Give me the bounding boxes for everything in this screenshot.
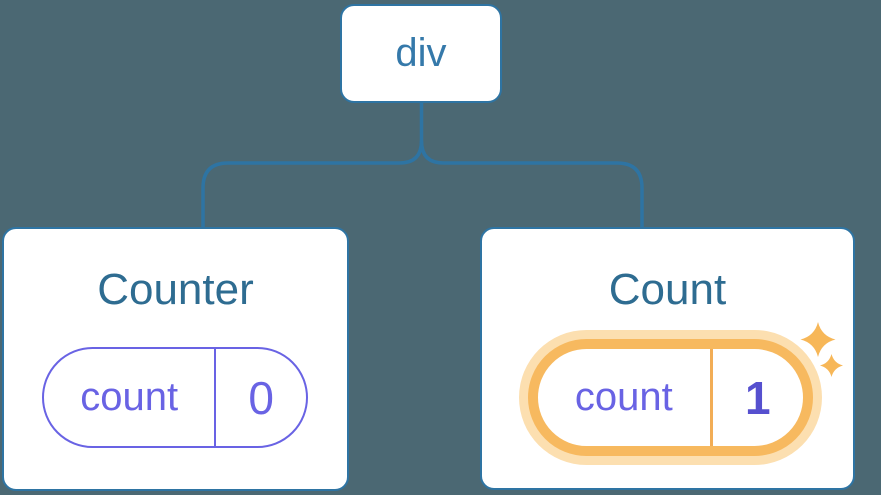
- state-pill: count 0: [42, 347, 308, 448]
- component-card-count: Count count 1: [480, 227, 855, 490]
- connector-right-branch: [419, 140, 644, 227]
- card-title: Counter: [97, 265, 254, 314]
- state-value: 0: [248, 371, 274, 424]
- state-key: count: [538, 349, 713, 446]
- connector-left-branch: [201, 102, 424, 227]
- root-node-label: div: [395, 31, 447, 75]
- card-title: Count: [608, 265, 727, 314]
- state-value: 1: [745, 371, 771, 424]
- root-node-div: div: [340, 4, 502, 103]
- sparkle-small-icon: [820, 354, 843, 377]
- component-card-counter: Counter count 0: [2, 227, 349, 491]
- sparkle-large-icon: [800, 322, 836, 357]
- state-key: count: [44, 349, 217, 446]
- sparkles-icon: [800, 322, 843, 377]
- state-pill-highlighted: count 1: [528, 339, 813, 456]
